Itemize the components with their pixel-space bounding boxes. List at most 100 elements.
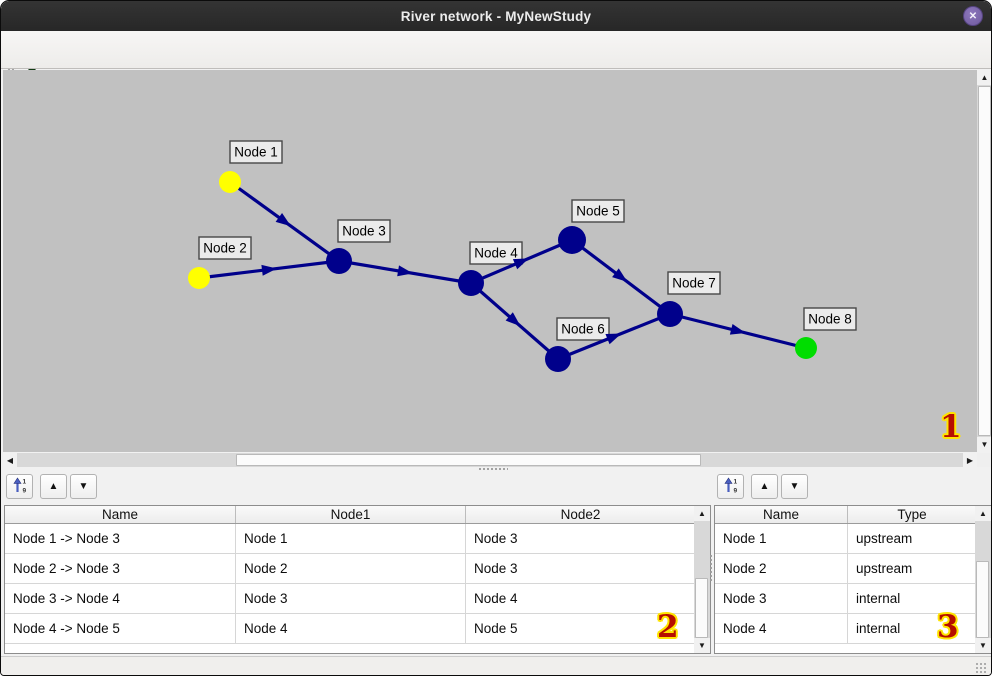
titlebar[interactable]: River network - MyNewStudy ✕ xyxy=(1,1,991,31)
svg-text:9: 9 xyxy=(733,488,737,494)
node-label: Node 2 xyxy=(203,241,247,256)
table-cell[interactable]: Node 2 -> Node 3 xyxy=(5,554,236,584)
scroll-up-button[interactable]: ▲ xyxy=(975,506,991,521)
scroll-up-button[interactable]: ▲ xyxy=(977,70,991,85)
canvas-hscrollbar[interactable]: ◀ ▶ xyxy=(3,453,977,467)
main-toolbar xyxy=(1,31,991,93)
status-bar xyxy=(1,656,991,675)
close-button[interactable]: ✕ xyxy=(963,6,983,26)
edge-arrow-icon xyxy=(397,265,413,277)
scroll-right-button[interactable]: ▶ xyxy=(963,453,977,467)
column-header[interactable]: Type xyxy=(848,506,977,523)
edge-arrow-icon xyxy=(612,268,628,282)
network-node[interactable] xyxy=(219,171,241,193)
node-label: Node 5 xyxy=(576,204,620,219)
network-node[interactable] xyxy=(458,270,484,296)
table-cell[interactable]: Node 1 -> Node 3 xyxy=(5,524,236,554)
node-label-box xyxy=(667,271,721,295)
network-node[interactable] xyxy=(545,346,571,372)
table-cell[interactable]: internal xyxy=(848,584,977,614)
scroll-down-button[interactable]: ▼ xyxy=(694,638,710,653)
links-move-up-button[interactable]: ▲ xyxy=(40,474,67,499)
column-header[interactable]: Name xyxy=(5,506,236,523)
vertical-splitter-handle[interactable] xyxy=(709,554,714,582)
resize-grip[interactable] xyxy=(975,662,987,674)
hscroll-thumb[interactable] xyxy=(236,454,701,466)
network-node[interactable] xyxy=(558,226,586,254)
table-cell[interactable]: Node 3 -> Node 4 xyxy=(5,584,236,614)
table-cell[interactable]: Node 3 xyxy=(466,524,696,554)
svg-text:1: 1 xyxy=(22,479,26,486)
nodes-move-up-button[interactable]: ▲ xyxy=(751,474,778,499)
table-cell[interactable]: Node 4 -> Node 5 xyxy=(5,614,236,644)
scroll-up-button[interactable]: ▲ xyxy=(694,506,710,521)
vscroll-thumb[interactable] xyxy=(976,561,989,638)
network-node[interactable] xyxy=(326,248,352,274)
table-cell[interactable]: Node 3 xyxy=(236,584,466,614)
table-cell[interactable]: Node 2 xyxy=(236,554,466,584)
horizontal-splitter-handle[interactable] xyxy=(478,467,508,472)
scroll-up-icon: ▲ xyxy=(979,509,987,518)
links-sort-button[interactable]: 1 9 xyxy=(6,474,33,499)
column-header[interactable]: Name xyxy=(715,506,848,523)
scroll-down-icon: ▼ xyxy=(698,641,706,650)
node-label-box xyxy=(229,140,283,164)
node-label-box xyxy=(571,199,625,223)
vscroll-thumb[interactable] xyxy=(978,86,991,436)
network-node[interactable] xyxy=(795,337,817,359)
links-table-vscrollbar[interactable]: ▲ ▼ xyxy=(694,506,710,653)
scroll-left-button[interactable]: ◀ xyxy=(3,453,17,467)
node-label-box xyxy=(803,307,857,331)
network-node[interactable] xyxy=(188,267,210,289)
table-cell[interactable]: upstream xyxy=(848,554,977,584)
table-cell[interactable]: upstream xyxy=(848,524,977,554)
nodes-sort-button[interactable]: 1 9 xyxy=(717,474,744,499)
edge-arrow-icon xyxy=(261,264,277,276)
table-cell[interactable]: Node 1 xyxy=(715,524,848,554)
table-cell[interactable]: Node 3 xyxy=(715,584,848,614)
table-cell[interactable]: internal xyxy=(848,614,977,644)
table-cell[interactable]: Node 4 xyxy=(236,614,466,644)
scroll-down-button[interactable]: ▼ xyxy=(977,437,991,452)
nodes-table-vscrollbar[interactable]: ▲ ▼ xyxy=(975,506,991,653)
table-cell[interactable]: Node 4 xyxy=(466,584,696,614)
close-icon: ✕ xyxy=(968,10,978,22)
links-move-down-button[interactable]: ▼ xyxy=(70,474,97,499)
canvas-vscrollbar[interactable]: ▲ ▼ xyxy=(977,70,991,452)
table-cell[interactable]: Node 2 xyxy=(715,554,848,584)
table-cell[interactable]: Node 4 xyxy=(715,614,848,644)
nodes-move-down-button[interactable]: ▼ xyxy=(781,474,808,499)
network-node[interactable] xyxy=(657,301,683,327)
column-header[interactable]: Node1 xyxy=(236,506,466,523)
table-cell[interactable]: Node 1 xyxy=(236,524,466,554)
scroll-down-button[interactable]: ▼ xyxy=(975,638,991,653)
down-triangle-icon: ▼ xyxy=(789,481,800,492)
vscroll-thumb[interactable] xyxy=(695,578,708,638)
node-label: Node 6 xyxy=(561,322,605,337)
table-cell[interactable]: Node 3 xyxy=(466,554,696,584)
svg-text:1: 1 xyxy=(733,479,737,486)
sort-ascending-icon: 1 9 xyxy=(723,477,739,496)
table-cell[interactable]: Node 5 xyxy=(466,614,696,644)
node-label: Node 4 xyxy=(474,246,518,261)
scroll-up-icon: ▲ xyxy=(698,509,706,518)
edge-arrow-icon xyxy=(275,212,291,227)
column-header[interactable]: Node2 xyxy=(466,506,696,523)
